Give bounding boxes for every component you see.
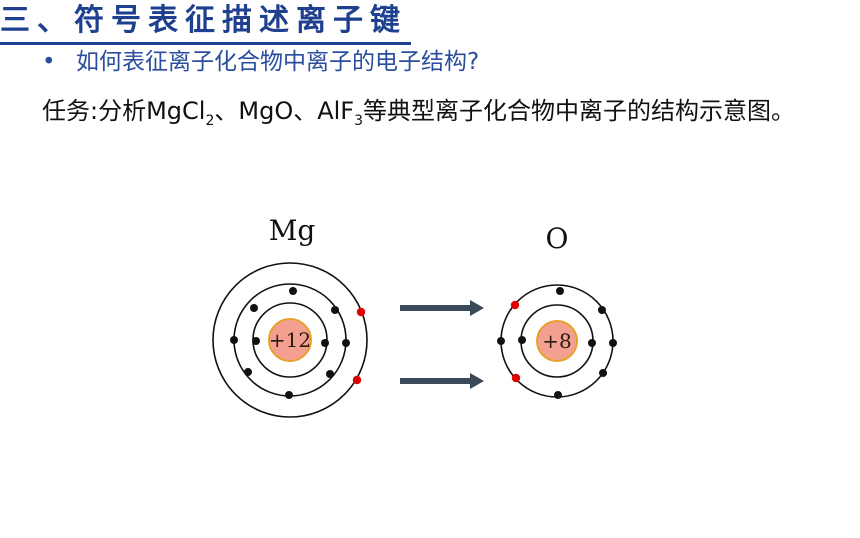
o-nucleus-charge: +8: [542, 329, 571, 353]
mg-valence-electron: [356, 307, 366, 317]
o-electron: [556, 287, 564, 295]
o-electron: [497, 337, 505, 345]
bullet-question: • 如何表征离子化合物中离子的电子结构?: [42, 46, 479, 78]
o-label: O: [546, 222, 569, 255]
arrow-right-icon: [400, 373, 484, 389]
task-sub-2: 2: [205, 112, 215, 129]
arrow-right-icon: [400, 300, 484, 316]
o-electron: [554, 391, 562, 399]
mg-electron: [250, 304, 258, 312]
mg-valence-electron: [352, 375, 362, 385]
o-nucleus: [536, 320, 578, 362]
task-sub-3: 3: [354, 112, 364, 129]
bullet-dot-icon: •: [42, 49, 56, 75]
task-prefix: 任务:分析MgCl: [42, 97, 206, 125]
mg-electron: [342, 339, 350, 347]
mg-electron: [252, 337, 260, 345]
electron-transfer-arrows: [400, 300, 484, 389]
o-electron: [609, 339, 617, 347]
task-middle: 、MgO、AlF: [214, 97, 355, 125]
mg-electron: [244, 368, 252, 376]
mg-atom: Mg +12: [212, 214, 368, 418]
bullet-text: 如何表征离子化合物中离子的电子结构?: [76, 49, 480, 75]
slide-title: 三、符号表征描述离子键: [0, 0, 411, 45]
mg-electron: [289, 287, 297, 295]
mg-electron: [321, 339, 329, 347]
o-electron: [599, 369, 607, 377]
mg-electron: [326, 370, 334, 378]
o-electron: [598, 306, 606, 314]
mg-electron: [331, 306, 339, 314]
mg-shell-3: [212, 262, 368, 418]
o-gained-electron: [511, 373, 521, 383]
o-electron: [588, 339, 596, 347]
mg-nucleus-charge: +12: [269, 328, 311, 352]
o-atom: O +8: [497, 222, 617, 399]
task-suffix: 等典型离子化合物中离子的结构示意图。: [363, 97, 796, 125]
mg-electron: [285, 391, 293, 399]
mg-label: Mg: [269, 214, 316, 247]
mg-nucleus: [268, 318, 312, 362]
o-electron: [518, 336, 526, 344]
task-text: 任务:分析MgCl2、MgO、AlF3等典型离子化合物中离子的结构示意图。: [42, 89, 842, 143]
mg-electron: [230, 336, 238, 344]
o-gained-electron: [510, 300, 520, 310]
